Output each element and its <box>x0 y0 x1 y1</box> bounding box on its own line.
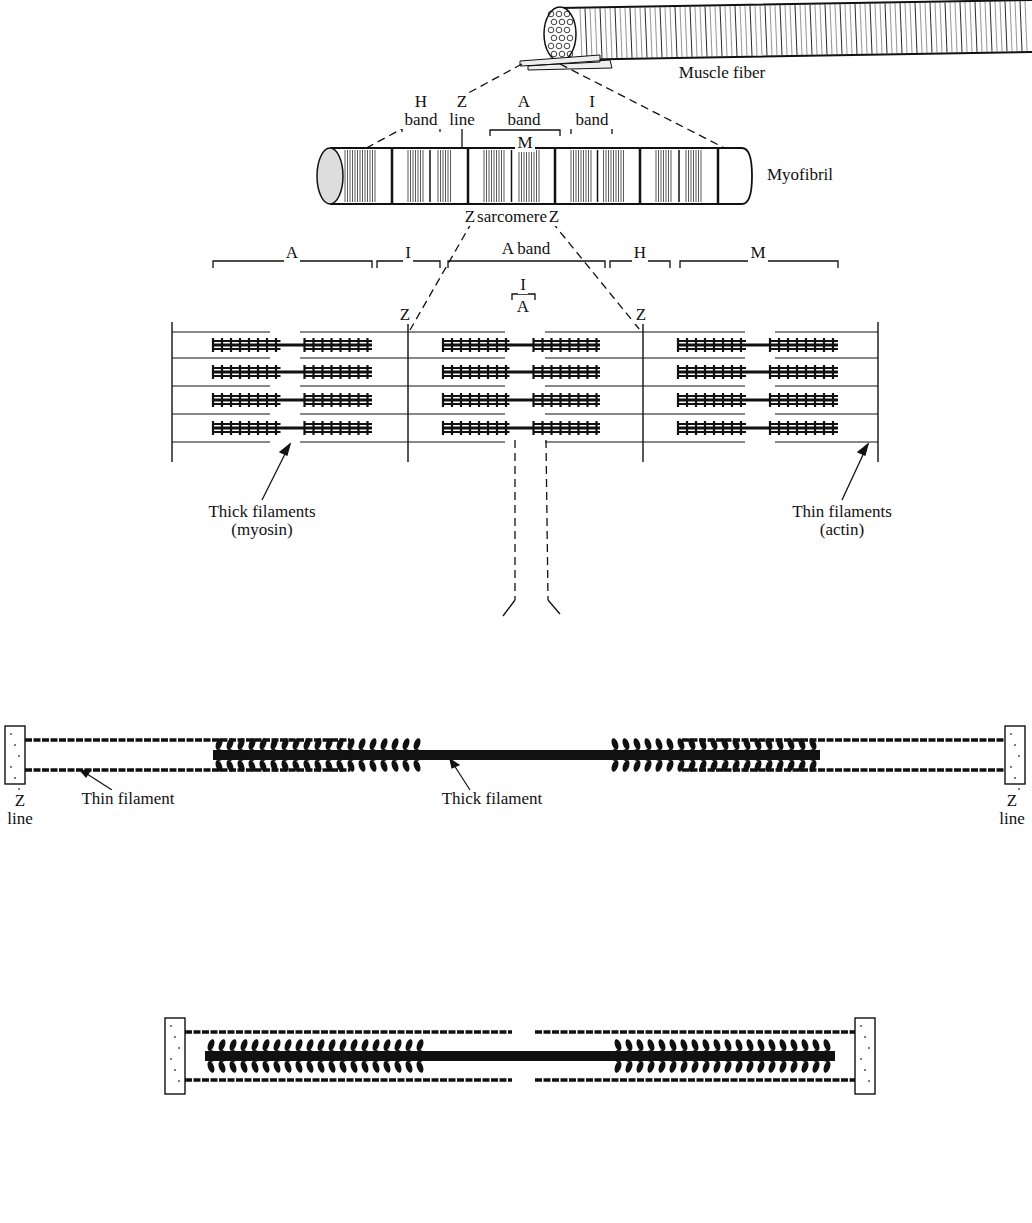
z-label: Z <box>634 306 648 324</box>
sarcomere-label: sarcomere <box>475 208 549 226</box>
line-label: Z line <box>995 792 1029 828</box>
band-label: A band <box>500 93 548 129</box>
band-label: A <box>284 244 300 262</box>
myofibril <box>317 148 752 204</box>
m-line-label: A <box>515 298 531 316</box>
z-label: Z <box>547 208 561 226</box>
sarcomere-lattice <box>172 322 878 462</box>
filament-label: Thin filament <box>79 790 176 808</box>
line-label: Z line <box>3 792 37 828</box>
z-label: Z <box>398 306 412 324</box>
band-label: A band <box>500 240 553 258</box>
band-label: H <box>632 244 648 262</box>
band-label: I <box>403 244 413 262</box>
band-label: H band <box>397 93 445 129</box>
m-line-label: M <box>515 134 534 152</box>
filament-label: Thick filaments (myosin) <box>200 503 324 539</box>
line-label: Z line <box>440 93 484 129</box>
fiber-label: Muscle fiber <box>677 64 767 82</box>
muscle-fiber <box>520 0 1032 70</box>
band-label: I band <box>570 93 614 129</box>
filament-label: Thin filaments (actin) <box>785 503 899 539</box>
myofibril-label: Myofibril <box>765 166 835 184</box>
sarcomere-relaxed <box>5 726 1025 790</box>
band-label: I <box>518 276 528 294</box>
band-label: M <box>748 244 767 262</box>
filament-label: Thick filament <box>440 790 545 808</box>
sarcomere-contracted <box>165 1018 875 1094</box>
